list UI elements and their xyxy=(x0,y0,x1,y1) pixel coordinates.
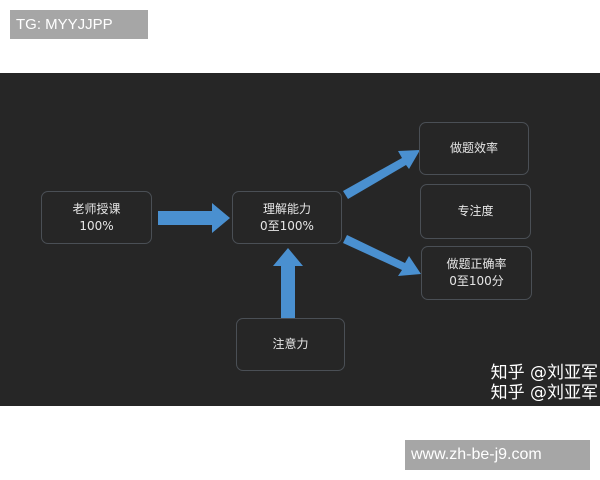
watermark: 知乎 @刘亚军 知乎 @刘亚军 xyxy=(491,363,598,403)
node-title: 老师授课 xyxy=(72,201,121,216)
node-value: 0至100分 xyxy=(449,274,504,288)
node-title: 注意力 xyxy=(272,337,309,351)
node-efficiency: 做题效率 xyxy=(419,122,529,175)
watermark-text: 知乎 @刘亚军 xyxy=(490,363,598,383)
node-title: 做题效率 xyxy=(449,141,498,155)
node-value: 0至100% xyxy=(260,218,314,233)
node-teacher: 老师授课 100% xyxy=(41,191,152,244)
node-accuracy: 做题正确率 0至100分 xyxy=(421,246,532,300)
node-title: 理解能力 xyxy=(262,201,311,216)
arrows xyxy=(158,150,421,318)
arrow-comprehension-to-efficiency xyxy=(343,150,420,199)
node-comprehension: 理解能力 0至100% xyxy=(232,191,342,244)
url-label: www.zh-be-j9.com xyxy=(405,440,590,470)
arrow-teacher-to-comprehension xyxy=(158,203,230,233)
node-attention: 注意力 xyxy=(236,318,345,371)
node-focus: 专注度 xyxy=(420,184,531,239)
watermark-text-duplicate: 知乎 @刘亚军 xyxy=(490,383,598,403)
node-value: 100% xyxy=(79,218,114,233)
diagram-panel: 老师授课 100% 理解能力 0至100% 做题效率 专注度 做题正确率 0至1… xyxy=(0,73,600,406)
arrow-comprehension-to-accuracy xyxy=(343,235,421,276)
tg-label: TG: MYYJJPP xyxy=(10,10,148,39)
node-title: 做题正确率 xyxy=(446,257,507,271)
node-title: 专注度 xyxy=(457,204,494,218)
arrow-attention-to-comprehension xyxy=(273,248,303,318)
